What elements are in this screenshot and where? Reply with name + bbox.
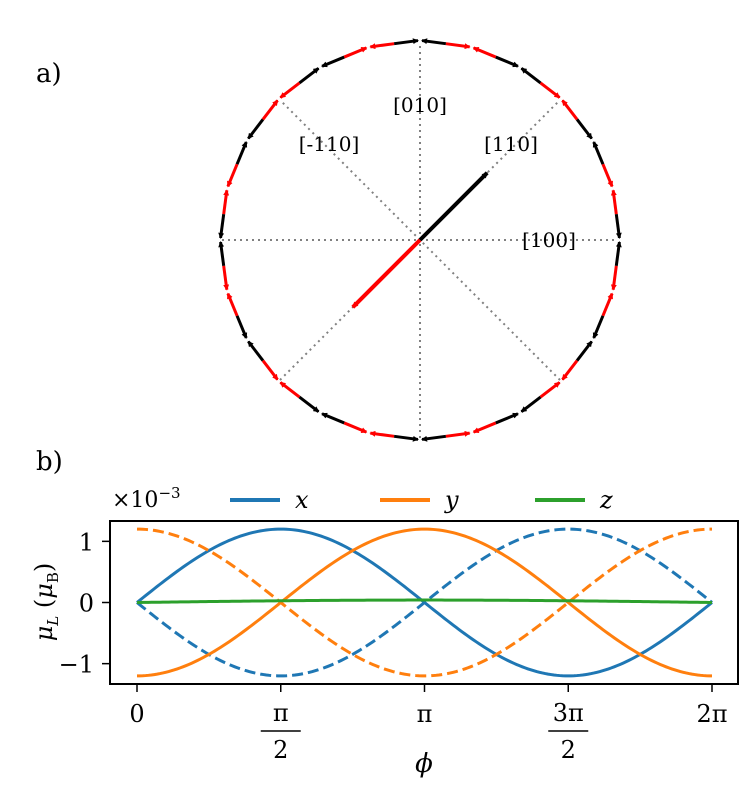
panel-a-label: a) — [36, 59, 62, 89]
legend-label: z — [599, 486, 613, 514]
ring-arrow-red — [369, 42, 395, 50]
ring-arrow-black — [421, 434, 447, 442]
ring-arrow-red — [472, 421, 497, 434]
x-tick-numerator: 3π — [553, 699, 584, 727]
ring-arrow-red — [472, 46, 497, 59]
y-tick-label: 0 — [79, 590, 94, 618]
ring-arrow-black — [218, 213, 226, 239]
x-tick-text: 2π — [696, 700, 727, 728]
series-y-solid — [136, 527, 713, 678]
ring-arrow-black — [592, 141, 605, 165]
ring-arrow-black — [321, 412, 345, 425]
x-tick-text: 0 — [129, 700, 144, 728]
legend-item-z: z — [535, 486, 613, 514]
arrow-ring — [218, 38, 622, 442]
ring-arrow-black — [393, 38, 419, 46]
ring-arrow-black — [235, 141, 248, 165]
ring-arrow-black — [495, 55, 519, 68]
ring-arrow-red — [226, 163, 239, 188]
x-tick-label: 2π — [696, 700, 727, 728]
ring-arrow-red — [539, 81, 561, 99]
ring-arrow-red — [343, 46, 368, 59]
ring-arrow-red — [445, 42, 471, 50]
y-tick-label: 1 — [79, 528, 94, 556]
series-y-dashed — [136, 527, 713, 678]
ring-arrow-red — [601, 163, 614, 188]
ring-arrow-red — [261, 99, 279, 121]
ring-arrow-black — [520, 67, 542, 85]
vector-diagram: [010] [-110] [110] [100] — [218, 38, 622, 442]
ring-arrow-black — [321, 55, 345, 68]
ring-arrow-red — [601, 292, 614, 317]
ring-arrow-black — [218, 241, 226, 267]
ring-arrow-black — [298, 395, 320, 413]
x-axis-label: ϕ — [415, 749, 433, 779]
legend: x y z — [230, 486, 613, 514]
central-arrows — [351, 171, 489, 309]
ring-arrow-black — [247, 118, 265, 140]
ring-arrow-red — [279, 381, 301, 399]
ring-arrow-red — [222, 265, 230, 291]
y-tick-label: −1 — [59, 651, 94, 679]
ring-arrow-black — [575, 118, 593, 140]
legend-label: x — [295, 486, 309, 514]
direction-label-100: [100] — [522, 228, 576, 252]
ring-arrow-black — [235, 315, 248, 339]
series-z-solid — [136, 598, 713, 604]
x-tick-text: π — [417, 700, 433, 728]
y-axis-ticks: −1 0 1 — [59, 528, 110, 679]
ring-arrow-red — [539, 381, 561, 399]
ring-arrow-black — [393, 434, 419, 442]
ring-arrow-red — [610, 265, 618, 291]
direction-label-minus110: [-110] — [299, 132, 360, 156]
ring-arrow-black — [421, 38, 447, 46]
legend-label: y — [444, 486, 459, 514]
legend-item-y: y — [380, 486, 459, 514]
direction-label-110: [110] — [484, 132, 538, 156]
exponent-value: −3 — [158, 484, 180, 502]
ring-arrow-black — [247, 340, 265, 362]
x-tick-denominator: 2 — [561, 736, 576, 764]
x-tick-label: 3π2 — [548, 699, 589, 764]
ring-arrow-black — [520, 395, 542, 413]
x-tick-label: 0 — [129, 700, 144, 728]
ring-arrow-black — [592, 315, 605, 339]
ring-arrow-red — [261, 359, 279, 381]
x-tick-denominator: 2 — [273, 736, 288, 764]
ring-arrow-black — [495, 412, 519, 425]
x-tick-label: π2 — [260, 699, 301, 764]
exponent-prefix: ×10 — [112, 488, 158, 513]
ring-arrow-red — [279, 81, 301, 99]
series-x-dashed — [136, 527, 713, 678]
ring-arrow-red — [222, 189, 230, 215]
ring-arrow-red — [226, 292, 239, 317]
ring-arrow-red — [369, 430, 395, 438]
central-arrow-black — [418, 171, 489, 242]
ring-arrow-red — [561, 359, 579, 381]
plot-lines — [136, 527, 713, 678]
ring-arrow-black — [298, 67, 320, 85]
central-arrow-red — [351, 238, 422, 309]
ring-arrow-red — [445, 430, 471, 438]
y-axis-label: μL (μB) — [30, 563, 62, 642]
ring-arrow-red — [561, 99, 579, 121]
x-tick-label: π — [417, 700, 433, 728]
legend-item-x: x — [230, 486, 309, 514]
x-tick-numerator: π — [273, 699, 289, 727]
ring-arrow-black — [575, 340, 593, 362]
ring-arrow-black — [614, 213, 622, 239]
y-scale-exponent: ×10−3 — [112, 484, 181, 513]
ring-arrow-black — [614, 241, 622, 267]
ring-arrow-red — [610, 189, 618, 215]
direction-label-010: [010] — [393, 93, 447, 117]
panel-b-label: b) — [36, 447, 63, 477]
ring-arrow-red — [343, 421, 368, 434]
